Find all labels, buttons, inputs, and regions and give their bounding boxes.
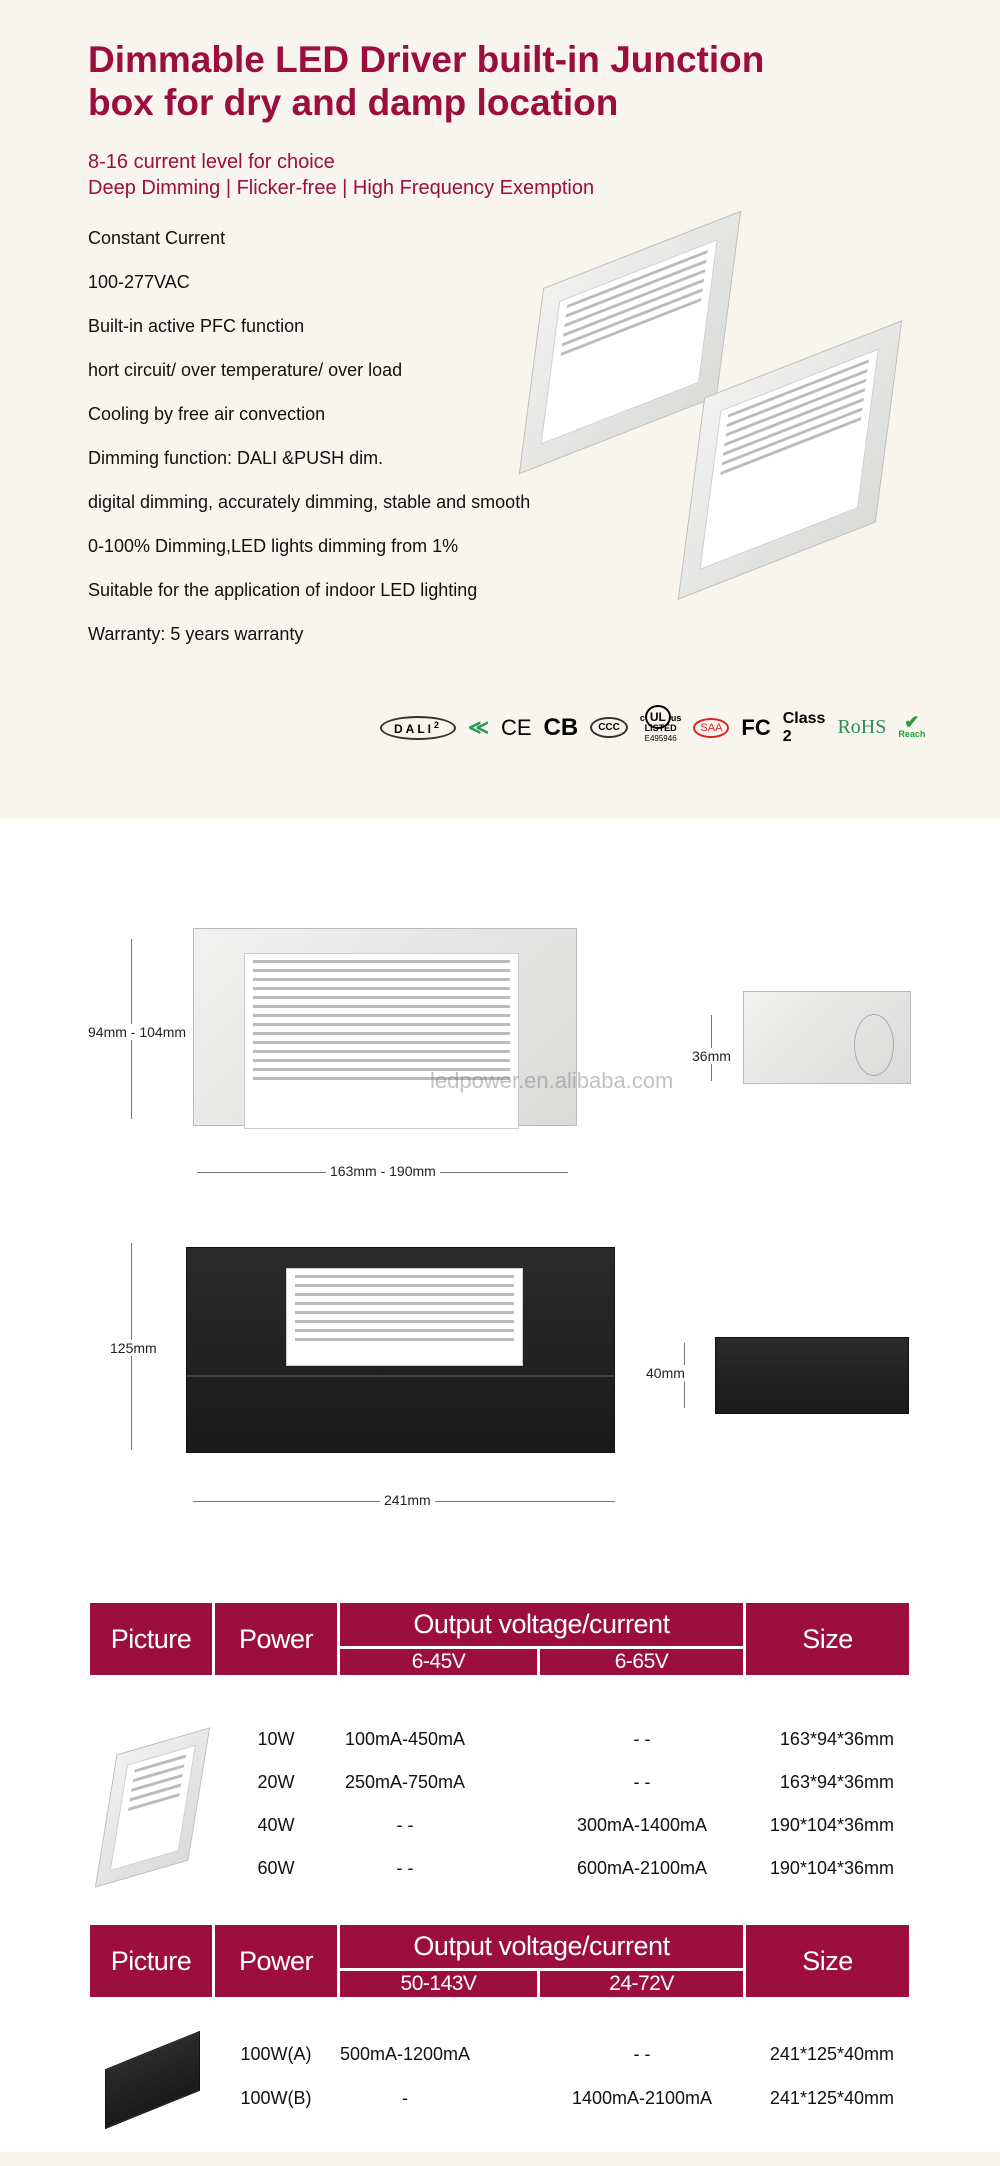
header-power: Power [215,1925,337,1997]
title-line-1: Dimmable LED Driver built-in Junction [88,39,765,80]
header-size: Size [746,1603,909,1675]
fcc-logo: FC [741,714,771,740]
bottom-strip [0,2152,1000,2166]
class2-label: Class 2 [782,709,826,745]
cell-current-2: - - [633,1772,651,1792]
cell-current-2: - - [633,1729,651,1749]
header-voltage-1: 6-45V [340,1649,537,1675]
cell-power: 60W [257,1858,295,1878]
ccc-logo: CCC [590,717,628,738]
subtitle-2: Deep Dimming | Flicker-free | High Frequ… [88,177,595,199]
rohs-logo: RoHS [837,716,887,738]
check-icon: ✔ [904,711,920,732]
cell-current-2: 300mA-1400mA [576,1815,708,1835]
cell-current-1: - - [396,1815,414,1835]
feature-item: Suitable for the application of indoor L… [88,580,478,600]
cell-current-1: - - [396,1858,414,1878]
feature-item: Built-in active PFC function [88,316,305,336]
white-depth-label: 36mm [688,1048,735,1064]
cell-current-2: 600mA-2100mA [576,1858,708,1878]
cell-current-2: 1400mA-2100mA [571,2088,713,2108]
ce-logo: CE [500,714,532,740]
subtitle-1: 8-16 current level for choice [88,151,335,173]
cell-current-2: - - [633,2044,651,2064]
feature-item: Dimming function: DALI &PUSH dim. [88,448,384,468]
feature-item: Constant Current [88,228,226,248]
title-line-2: box for dry and damp location [88,82,619,123]
feature-item: Warranty: 5 years warranty [88,624,304,644]
cell-size: 241*125*40mm [769,2088,894,2108]
cell-power: 100W(B) [240,2088,312,2108]
black-depth-label: 40mm [642,1365,689,1381]
header-power: Power [215,1603,337,1675]
white-width-label: 163mm - 190mm [326,1163,440,1179]
header-output: Output voltage/current [340,1925,743,1968]
enec-logo: ≪ [468,717,489,739]
black-width-label: 241mm [380,1492,435,1508]
header-picture: Picture [90,1603,212,1675]
cb-logo: CB [543,713,579,741]
header-output: Output voltage/current [340,1603,743,1646]
cell-current-1: 250mA-750mA [344,1772,466,1792]
feature-item: digital dimming, accurately dimming, sta… [88,492,531,512]
cell-size: 241*125*40mm [769,2044,894,2064]
cell-size: 190*104*36mm [769,1815,894,1835]
feature-item: hort circuit/ over temperature/ over loa… [88,360,403,380]
white-driver-side-view [743,991,911,1084]
feature-item: Cooling by free air convection [88,404,326,424]
header-picture: Picture [90,1925,212,1997]
black-height-label: 125mm [106,1340,161,1356]
table2-product-image [105,2030,200,2130]
header-voltage-2: 24-72V [540,1971,743,1997]
watermark: ledpower.en.alibaba.com [430,1068,674,1093]
black-driver-top-view [186,1247,615,1453]
dali-logo: DALI2 [380,715,457,740]
cell-size: 190*104*36mm [769,1858,894,1878]
saa-logo: SAA [693,717,730,738]
cell-current-1: 500mA-1200mA [339,2044,471,2064]
cell-size: 163*94*36mm [779,1729,894,1749]
cell-power: 40W [257,1815,295,1835]
cell-power: 100W(A) [240,2044,312,2064]
cell-size: 163*94*36mm [779,1772,894,1792]
black-driver-side-view [715,1337,909,1414]
cell-power: 20W [257,1772,295,1792]
white-driver-top-view [193,928,577,1129]
reach-logo: ✔Reach [898,711,926,739]
header-voltage-1: 50-143V [340,1971,537,1997]
feature-item: 100-277VAC [88,272,190,292]
header-size: Size [746,1925,909,1997]
white-height-label: 94mm - 104mm [84,1024,191,1040]
header-voltage-2: 6-65V [540,1649,743,1675]
cell-current-1: - [402,2088,408,2108]
feature-item: 0-100% Dimming,LED lights dimming from 1… [88,536,459,556]
cell-power: 10W [257,1729,295,1749]
cell-current-1: 100mA-450mA [344,1729,466,1749]
